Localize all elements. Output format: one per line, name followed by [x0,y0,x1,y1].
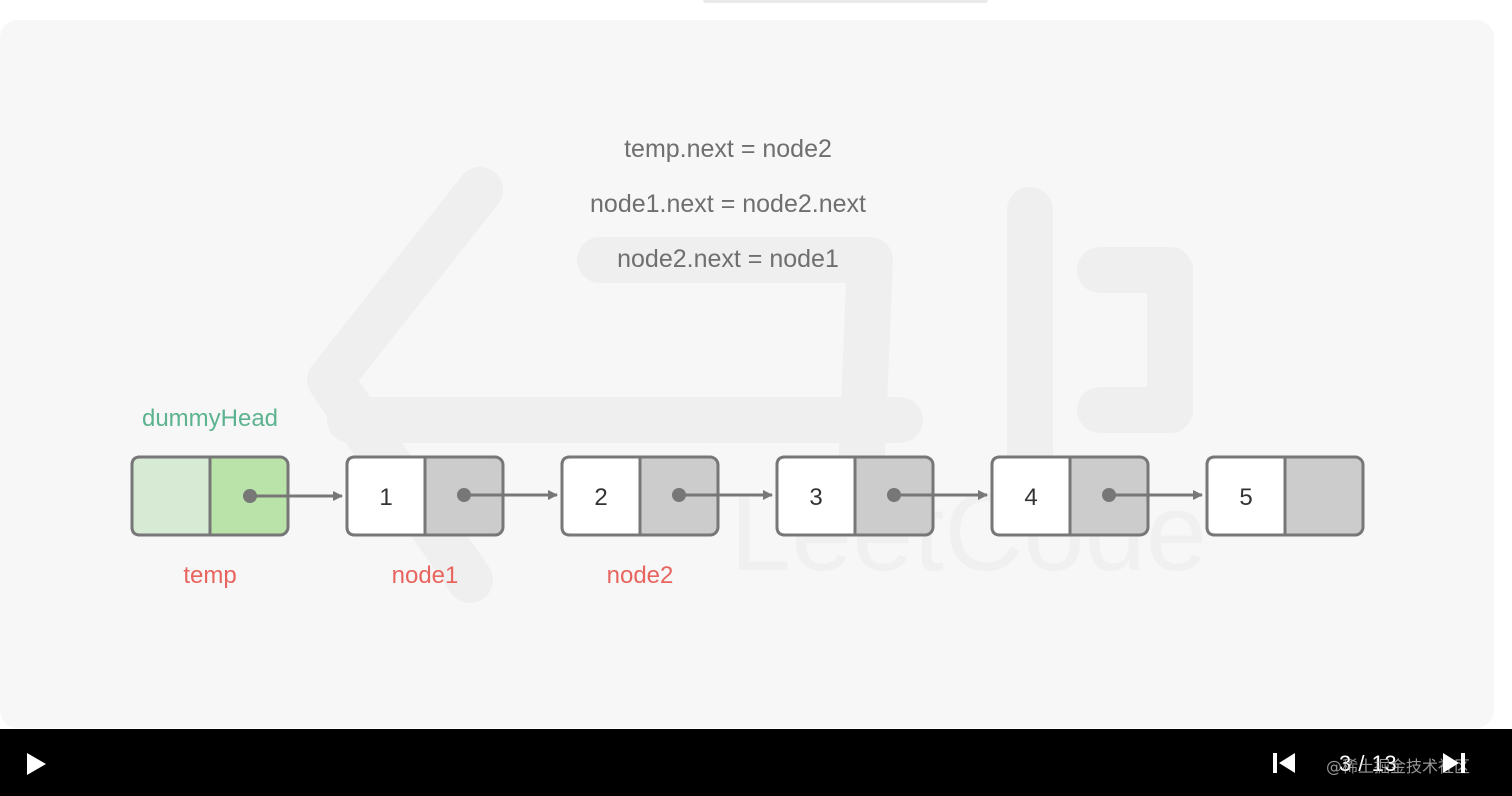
slide-counter: 3 / 13 [1339,751,1397,777]
node-value-label: 4 [1024,484,1037,511]
counter-separator: / [1358,751,1365,776]
step-back-icon[interactable] [1271,751,1297,775]
temp-label: temp [183,562,237,589]
dummy-head-label: dummyHead [141,405,279,432]
node-value-cell [1205,455,1287,537]
node-value-label: 1 [379,484,392,511]
code-line-1: temp.next = node2 [624,135,832,163]
list-node-3: 3 [775,455,988,537]
player-controls: 3 / 13 @稀土掘金技术社区 [0,729,1512,796]
dummy-head-node [130,455,343,537]
slide-canvas: LeetCode temp.next = node2 node1.next = … [0,20,1494,728]
step-forward-icon[interactable] [1441,751,1467,775]
node-value-cell [775,455,857,537]
linked-list-diagram: 1 2 3 4 5 [130,455,1365,537]
node-value-cell [560,455,642,537]
code-line-3: node2.next = node1 [617,245,839,273]
node-value-label: 5 [1239,484,1252,511]
total-slides: 13 [1371,751,1398,776]
code-line-2: node1.next = node2.next [590,190,866,218]
credit-watermark: @稀土掘金技术社区 [1326,757,1471,776]
node-value-label: 2 [594,484,607,511]
list-node-4: 4 [990,455,1203,537]
node-value-cell [345,455,427,537]
node-value-cell [990,455,1072,537]
node1-label: node1 [391,562,459,589]
node2-label: node2 [606,562,674,589]
list-node-5: 5 [1205,455,1365,537]
node-value-label: 3 [809,484,822,511]
play-icon[interactable] [24,751,48,777]
list-node-1: 1 [345,455,558,537]
current-slide: 3 [1339,751,1352,776]
top-tab-indicator [703,0,988,3]
list-node-2: 2 [560,455,773,537]
